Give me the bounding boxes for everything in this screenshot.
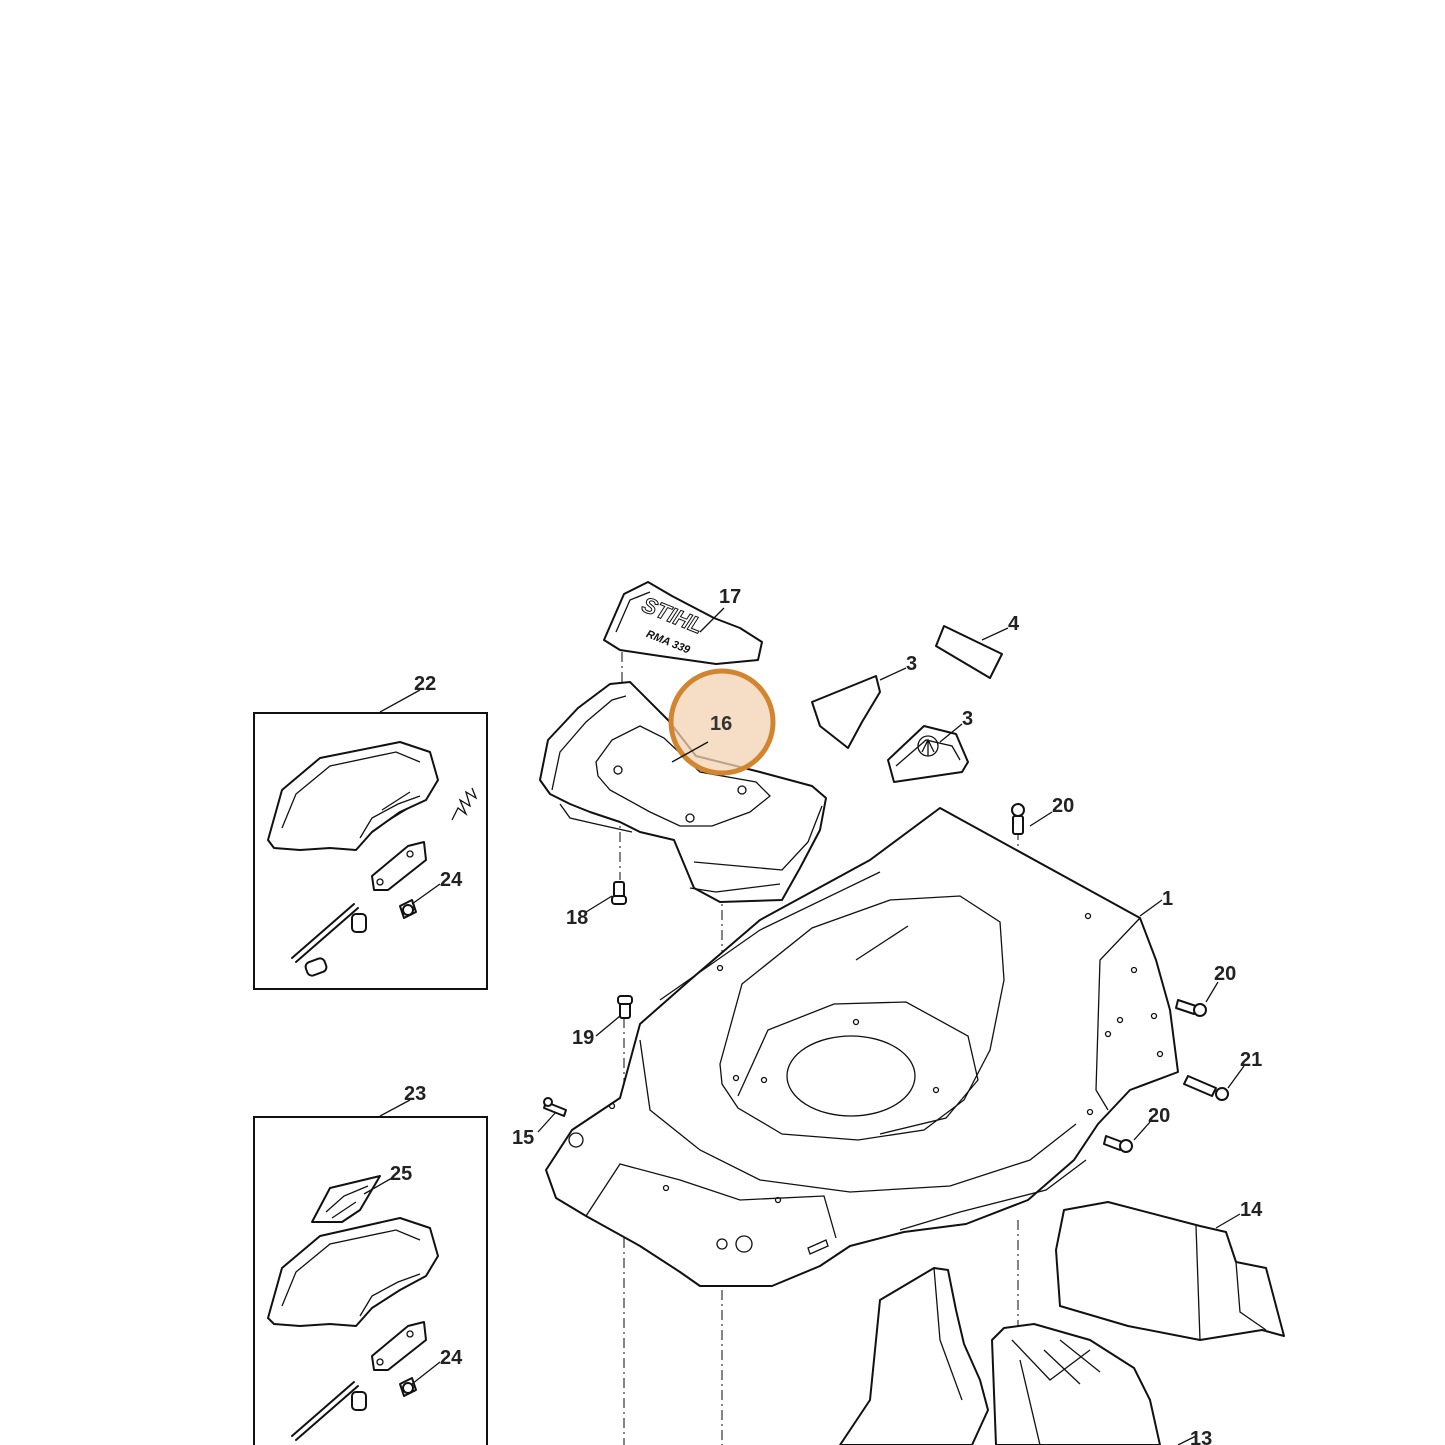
inset-box-22	[253, 712, 488, 990]
part-1-deck	[545, 807, 1179, 1287]
callout-labels: 17 16 4 3 3 20 1 20 21 20 14 18 19 15 22…	[390, 586, 1263, 1445]
part-13-base	[991, 1323, 1161, 1445]
callout-16: 16	[710, 713, 732, 735]
part-3-flap	[811, 675, 881, 749]
callout-25: 25	[390, 1163, 412, 1185]
callout-23: 23	[404, 1083, 426, 1105]
callout-20-top: 20	[1052, 795, 1074, 817]
leader-lines	[363, 607, 1245, 1445]
screw-19	[617, 995, 633, 1019]
callout-22: 22	[414, 673, 436, 695]
callout-19: 19	[572, 1027, 594, 1049]
screw-20-lower	[1103, 1135, 1133, 1153]
callout-20-right: 20	[1214, 963, 1236, 985]
part-4	[935, 625, 1003, 679]
callout-15: 15	[512, 1127, 534, 1149]
callout-24-upper: 24	[440, 869, 463, 891]
screw-20-right	[1175, 999, 1207, 1017]
part-3-block	[887, 725, 969, 783]
callout-20-lower: 20	[1148, 1105, 1170, 1127]
inset-box-23	[253, 1116, 488, 1445]
pin-15	[543, 1097, 567, 1117]
callout-13: 13	[1190, 1428, 1212, 1445]
callout-4: 4	[1008, 613, 1020, 635]
highlight-marker-16	[668, 668, 776, 776]
part-17-badge: STIHL RMA 339	[603, 581, 763, 665]
callout-14: 14	[1240, 1199, 1263, 1221]
part-14-flap	[1055, 1201, 1285, 1341]
callout-18: 18	[566, 907, 588, 929]
callout-3-lower: 3	[962, 708, 973, 730]
callout-17: 17	[719, 586, 741, 608]
screw-21	[1183, 1075, 1229, 1101]
callout-21: 21	[1240, 1049, 1262, 1071]
part-16-cover	[539, 681, 827, 903]
part-chute	[839, 1267, 989, 1445]
callout-24-lower: 24	[440, 1347, 463, 1369]
callout-1: 1	[1162, 888, 1173, 910]
callout-3-upper: 3	[906, 653, 917, 675]
screw-18	[611, 881, 627, 905]
